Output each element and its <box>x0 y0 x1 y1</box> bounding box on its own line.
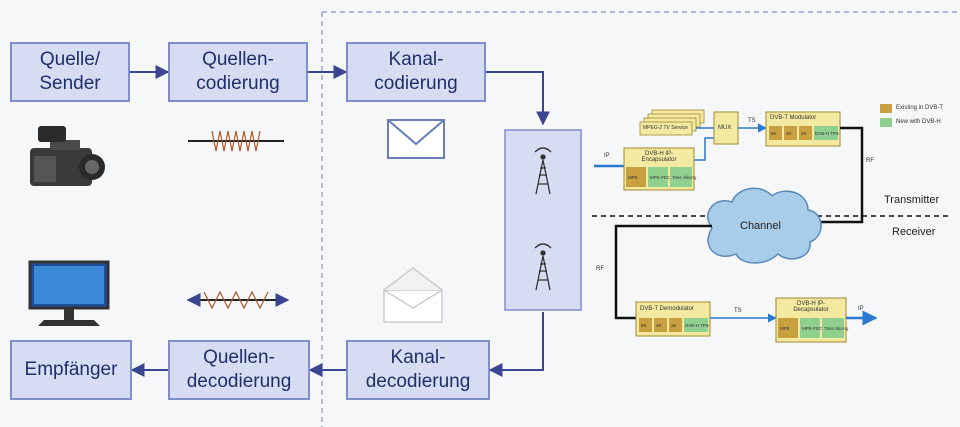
receiver-label: Receiver <box>892 226 936 238</box>
ts-bottom-label: TS <box>734 308 742 314</box>
legend-swatch-existing <box>880 104 892 113</box>
legend-new-label: New with DVB-H <box>896 119 941 125</box>
transmitter-label: Transmitter <box>884 194 940 206</box>
demodulator-cell-label: 4K <box>656 323 662 328</box>
rf-transmit-line <box>820 126 864 224</box>
channel-label: Channel <box>740 220 781 232</box>
monitor-icon <box>28 260 110 326</box>
rf-top-label: RF <box>866 158 874 164</box>
ip-in-label: IP <box>604 153 610 159</box>
channel-cloud <box>707 187 822 264</box>
legend-swatch-new <box>880 118 892 127</box>
block-channel-coding-label: Kanal- codierung <box>374 49 458 94</box>
expansion-spring-icon <box>186 290 290 310</box>
decap-cell-label: MPE <box>780 326 790 331</box>
demodulator-cell-label: 2K <box>671 323 677 328</box>
rf-left-label: RF <box>596 266 604 272</box>
mux-box <box>713 111 739 145</box>
encap-to-mux-line <box>694 137 714 161</box>
block-channel-decoding-label: Kanal- decodierung <box>365 347 471 392</box>
decap-cell-label: MPE-FEC <box>802 326 823 331</box>
block-source-decoding: Quellen- decodierung <box>168 340 310 400</box>
block-source: Quelle/ Sender <box>10 42 130 102</box>
envelope-closed-icon <box>387 119 445 159</box>
ts-top-label: TS <box>748 118 756 124</box>
compression-spring-icon <box>188 130 284 152</box>
block-source-label: Quelle/ Sender <box>39 49 101 94</box>
ip-out-label: IP <box>858 306 864 312</box>
tower-icon <box>534 147 552 195</box>
modulator-cell-label: 2K <box>801 131 807 136</box>
decap-cell-label: Time Slicing <box>824 326 849 331</box>
legend-existing-label: Existing in DVB-T <box>896 105 944 111</box>
block-channel-decoding: Kanal- decodierung <box>346 340 490 400</box>
mux-label: MUX <box>718 125 732 131</box>
camera-icon <box>30 126 105 186</box>
block-sink: Empfänger <box>10 340 132 400</box>
block-source-coding: Quellen- codierung <box>168 42 308 102</box>
arrow-channel-to-transmission <box>486 71 550 126</box>
encap-cell-label: MPE <box>628 175 638 180</box>
dashed-divider <box>321 11 958 427</box>
encap-cell-label: Time Slicing <box>672 175 697 180</box>
mpeg-services-label: MPEG-2 TV Service <box>643 125 688 131</box>
block-channel-coding: Kanal- codierung <box>346 42 486 102</box>
modulator-cell-label: 8K <box>771 131 777 136</box>
demodulator-cell-label: 8K <box>641 323 647 328</box>
demodulator-title: DVB-T Demodulator <box>640 306 694 312</box>
demodulator-cell-label: DVB-H TPS <box>685 323 709 328</box>
modulator-cell-label: 4K <box>786 131 792 136</box>
decap-title: DVB-H IP-Decapsulator <box>793 301 829 313</box>
encap-cell-label: MPE-FEC <box>650 175 671 180</box>
modulator-cell-label: DVB-H TPS <box>815 131 839 136</box>
block-sink-label: Empfänger <box>24 359 118 380</box>
rf-receive-line <box>614 224 712 320</box>
arrow-transmission-to-decoding <box>488 312 544 377</box>
encap-title: DVB-H IP-Encapsulator <box>641 151 677 163</box>
modulator-title: DVB-T Modulator <box>770 115 817 121</box>
envelope-open-icon <box>383 267 443 323</box>
block-source-coding-label: Quellen- codierung <box>196 49 280 94</box>
block-source-decoding-label: Quellen- decodierung <box>186 347 292 392</box>
mpeg-service-stack <box>639 109 705 136</box>
tower-icon <box>534 243 552 291</box>
